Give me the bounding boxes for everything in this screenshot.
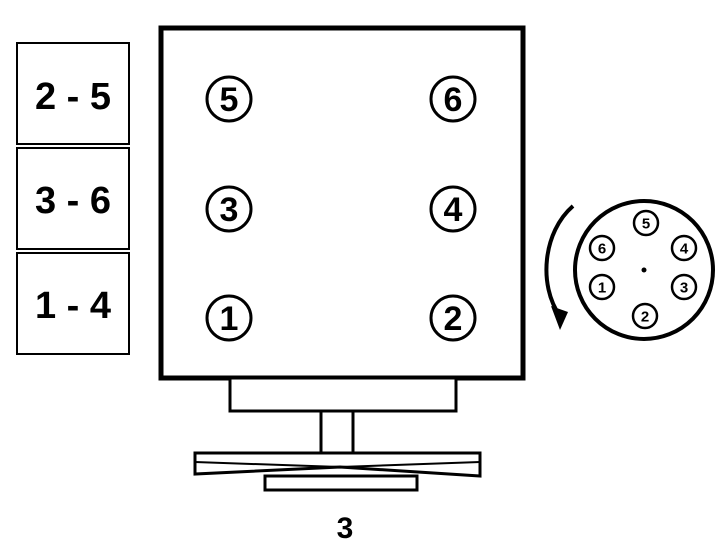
mount-plate	[263, 474, 419, 492]
cylinder-number: 5	[220, 81, 239, 119]
cylinder-number: 2	[444, 300, 463, 338]
cross-member	[193, 451, 482, 478]
cylinder-circle	[205, 294, 253, 342]
terminal-number: 3	[680, 280, 688, 297]
cylinder-circle	[429, 75, 477, 123]
terminal-number: 1	[598, 280, 606, 297]
cross-member-edge	[194, 461, 341, 468]
cylinder-circle	[205, 185, 253, 233]
cylinder-circle	[205, 75, 253, 123]
pair-label: 2 - 5	[35, 76, 111, 118]
pair-box	[16, 147, 130, 250]
rotation-arrow-curve	[544, 204, 575, 318]
terminal-number: 2	[641, 309, 649, 326]
pair-box	[16, 252, 130, 355]
rotation-arrow-head	[551, 306, 568, 330]
cylinder-pair-boxes: 2 - 5 3 - 6 1 - 4	[16, 42, 130, 355]
cylinder-circle	[429, 185, 477, 233]
distributor-cap: 5 4 3 2 1 6	[573, 199, 715, 341]
terminal-number: 5	[642, 216, 650, 233]
cylinder-circle	[429, 294, 477, 342]
cylinder-number: 1	[220, 300, 239, 338]
bellhousing	[228, 376, 458, 413]
cylinder-number: 6	[444, 81, 463, 119]
terminal-circle	[670, 234, 698, 262]
terminal-circle	[588, 234, 616, 262]
pair-label: 1 - 4	[35, 285, 111, 327]
terminal-circle	[588, 273, 616, 301]
terminal-number: 4	[680, 241, 689, 258]
cylinder-number: 4	[444, 191, 463, 229]
cross-member-edge	[339, 461, 481, 468]
terminal-circle	[631, 302, 659, 330]
transmission-assembly	[193, 376, 482, 492]
figure-number: 3	[337, 512, 354, 545]
terminal-number: 6	[598, 241, 606, 258]
engine-block: 5 6 3 4 1 2	[158, 25, 526, 381]
pair-label: 3 - 6	[35, 180, 111, 222]
terminal-circle	[632, 209, 660, 237]
pair-box	[16, 42, 130, 145]
distributor-center-dot	[641, 267, 647, 273]
rotation-arrow	[544, 204, 575, 330]
cylinder-number: 3	[220, 191, 239, 229]
terminal-circle	[670, 273, 698, 301]
